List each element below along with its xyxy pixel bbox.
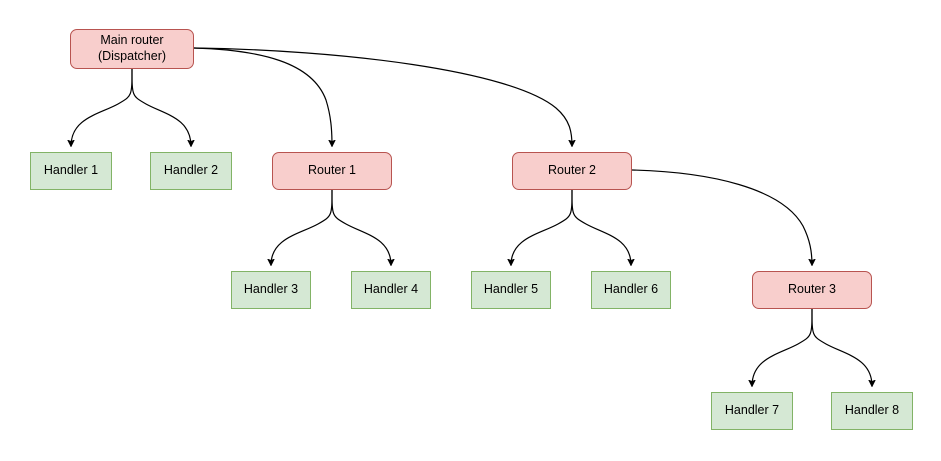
edge-router-3-to-handler-8 — [811, 308, 872, 386]
edge-router-1-to-handler-4 — [331, 189, 391, 265]
edge-main-to-router-2 — [193, 47, 572, 146]
node-router-2[interactable]: Router 2 — [512, 152, 632, 190]
node-label-router-1: Router 1 — [308, 163, 356, 178]
edge-router-3-to-handler-7 — [752, 308, 813, 386]
edge-router-2-to-handler-5 — [511, 189, 573, 265]
node-label-handler-2: Handler 2 — [163, 163, 219, 178]
edge-router-1-to-handler-3 — [271, 189, 333, 265]
node-handler-4[interactable]: Handler 4 — [351, 271, 431, 309]
node-label-handler-4: Handler 4 — [363, 282, 419, 297]
node-router-3[interactable]: Router 3 — [752, 271, 872, 309]
edge-router-2-to-router-3 — [631, 169, 812, 265]
node-handler-7[interactable]: Handler 7 — [711, 392, 793, 430]
node-handler-5[interactable]: Handler 5 — [471, 271, 551, 309]
edges-group — [71, 47, 872, 386]
node-label-handler-5: Handler 5 — [483, 282, 539, 297]
node-handler-3[interactable]: Handler 3 — [231, 271, 311, 309]
node-handler-8[interactable]: Handler 8 — [831, 392, 913, 430]
node-label-handler-8: Handler 8 — [844, 403, 900, 418]
edge-main-to-router-1 — [193, 47, 332, 146]
node-label-handler-1: Handler 1 — [43, 163, 99, 178]
node-label-handler-6: Handler 6 — [603, 282, 659, 297]
node-router-1[interactable]: Router 1 — [272, 152, 392, 190]
node-main-router[interactable]: Main router (Dispatcher) — [70, 29, 194, 69]
node-label-handler-3: Handler 3 — [243, 282, 299, 297]
node-label-main-router: Main router (Dispatcher) — [97, 33, 167, 63]
node-label-router-3: Router 3 — [788, 282, 836, 297]
edge-main-to-handler-1 — [71, 68, 133, 146]
node-handler-1[interactable]: Handler 1 — [30, 152, 112, 190]
node-handler-6[interactable]: Handler 6 — [591, 271, 671, 309]
edge-router-2-to-handler-6 — [571, 189, 631, 265]
node-label-handler-7: Handler 7 — [724, 403, 780, 418]
node-label-router-2: Router 2 — [548, 163, 596, 178]
edge-main-to-handler-2 — [131, 68, 191, 146]
node-handler-2[interactable]: Handler 2 — [150, 152, 232, 190]
